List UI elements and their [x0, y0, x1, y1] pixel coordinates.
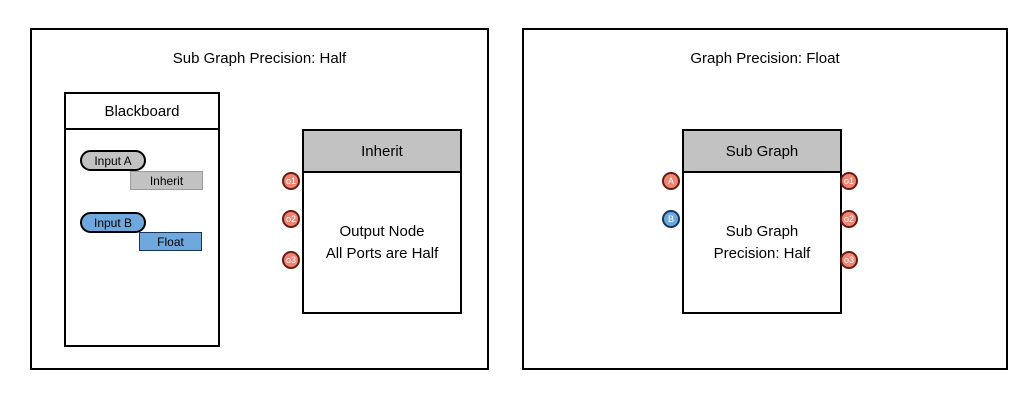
output-node-body: Output Node All Ports are Half — [304, 173, 460, 312]
subgraph-node-header: Sub Graph — [684, 131, 840, 173]
blackboard-item-input-b[interactable]: Input B — [80, 212, 146, 233]
port-o2[interactable]: o2 — [282, 210, 300, 228]
subgraph-node[interactable]: Sub Graph Sub Graph Precision: Half — [682, 129, 842, 314]
panel-title: Graph Precision: Float — [690, 50, 840, 67]
port-o3[interactable]: o3 — [282, 251, 300, 269]
port-input-b[interactable]: B — [662, 210, 680, 228]
subgraph-node-body-line: Precision: Half — [713, 244, 811, 262]
panel-title: Sub Graph Precision: Half — [172, 50, 347, 67]
output-node-body-line: Output Node — [339, 222, 425, 240]
input-b-precision-tag[interactable]: Float — [139, 232, 202, 251]
subgraph-node-body-line: Sub Graph — [725, 222, 799, 240]
port-input-a[interactable]: A — [662, 172, 680, 190]
panel-subgraph-precision-half: Sub Graph Precision: Half Blackboard Inp… — [30, 28, 489, 370]
subgraph-node-body: Sub Graph Precision: Half — [684, 173, 840, 312]
input-a-precision-tag[interactable]: Inherit — [130, 171, 203, 190]
output-node[interactable]: Inherit Output Node All Ports are Half — [302, 129, 462, 314]
panel-graph-precision-float: Graph Precision: Float Sub Graph Sub Gra… — [522, 28, 1008, 370]
blackboard-title: Blackboard — [66, 94, 218, 130]
blackboard-item-input-a[interactable]: Input A — [80, 150, 146, 171]
port-o1[interactable]: o1 — [840, 172, 858, 190]
output-node-header: Inherit — [304, 131, 460, 173]
output-node-body-line: All Ports are Half — [325, 244, 439, 262]
port-o2[interactable]: o2 — [840, 210, 858, 228]
port-o3[interactable]: o3 — [840, 251, 858, 269]
port-o1[interactable]: o1 — [282, 172, 300, 190]
